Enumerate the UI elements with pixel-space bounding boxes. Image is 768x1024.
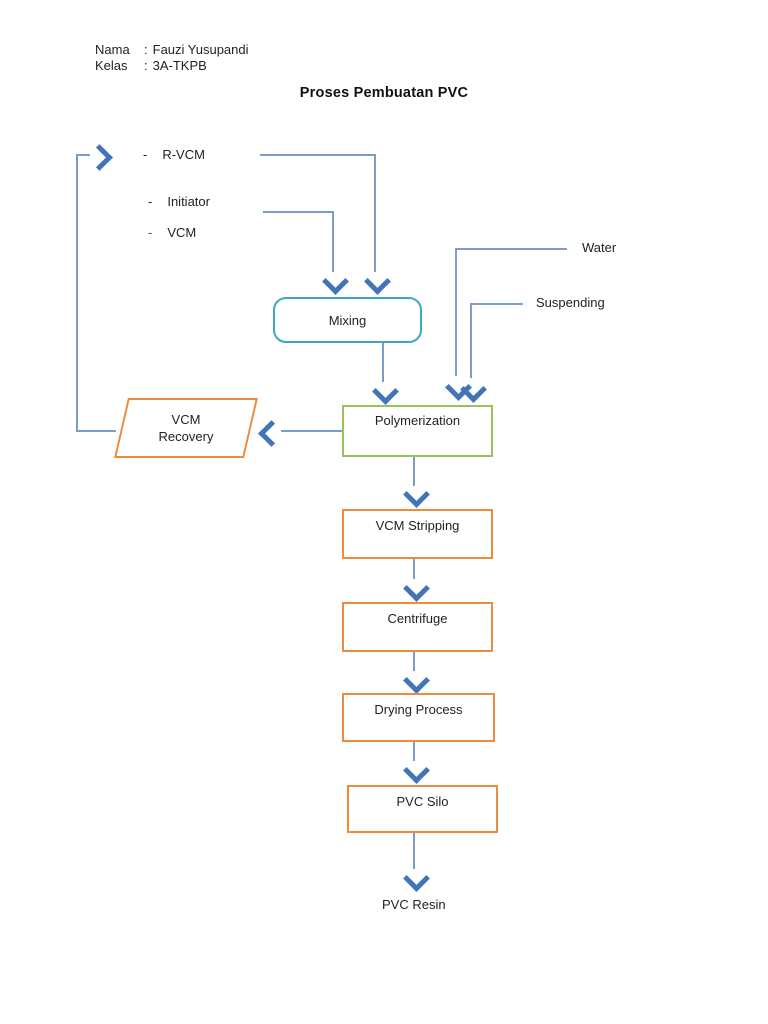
name-value: Fauzi Yusupandi [152, 42, 249, 57]
pvc-resin-label: PVC Resin [382, 897, 446, 912]
arrowhead-down-icon [372, 378, 399, 405]
arrowhead-down-icon [403, 667, 430, 694]
water-horizontal-line [455, 248, 567, 250]
recycle-loop-vertical-line [76, 155, 78, 431]
node-polymerization: Polymerization [342, 405, 493, 457]
node-vcm-stripping-label: VCM Stripping [375, 518, 460, 533]
node-mixing: Mixing [273, 297, 422, 343]
node-vcm-recovery-label-line1: VCM [171, 412, 201, 427]
rvcm-horizontal-line [260, 154, 375, 156]
suspending-vertical-line [470, 303, 472, 378]
polymerization-to-recovery-line [281, 430, 342, 432]
node-vcm-recovery: VCM Recovery [121, 398, 251, 458]
node-centrifuge-label: Centrifuge [387, 611, 448, 626]
input-label-initiator: Initiator [167, 194, 210, 209]
node-pvc-silo-label: PVC Silo [396, 794, 449, 809]
input-item-vcm-clipped: - VCM [148, 225, 196, 238]
node-mixing-label: Mixing [328, 312, 367, 328]
suspending-horizontal-line [470, 303, 523, 305]
water-vertical-line [455, 248, 457, 376]
class-label: Kelas [95, 58, 128, 73]
initiator-horizontal-line [263, 211, 333, 213]
class-colon: : [144, 58, 148, 73]
node-vcm-stripping: VCM Stripping [342, 509, 493, 559]
header-block: Nama: Fauzi Yusupandi Kelas:3A-TKPB [95, 42, 249, 74]
input-item-initiator: -Initiator [148, 194, 210, 209]
polymerization-to-stripping-line [413, 457, 415, 486]
recycle-loop-top-line [76, 154, 90, 156]
input-label-rvcm: R-VCM [162, 147, 205, 162]
class-value: 3A-TKPB [152, 58, 207, 73]
initiator-vertical-line [332, 211, 334, 272]
arrowhead-down-icon [322, 268, 349, 295]
name-label: Nama [95, 42, 130, 57]
suspending-label: Suspending [536, 295, 605, 310]
node-vcm-recovery-label-line2: Recovery [158, 429, 214, 444]
page-title: Proses Pembuatan PVC [299, 85, 469, 101]
dash-bullet: - [148, 225, 153, 238]
arrowhead-down-icon [403, 757, 430, 784]
drying-to-silo-line [413, 742, 415, 761]
name-colon: : [144, 42, 148, 57]
node-drying-process: Drying Process [342, 693, 495, 742]
arrowhead-down-icon [403, 575, 430, 602]
node-pvc-silo: PVC Silo [347, 785, 498, 833]
input-label-vcm: VCM [167, 225, 197, 238]
arrowhead-down-icon [364, 268, 391, 295]
node-polymerization-label: Polymerization [374, 413, 461, 428]
input-item-rvcm: -R-VCM [143, 147, 205, 162]
arrowhead-down-icon [403, 481, 430, 508]
recovery-to-loop-line [76, 430, 116, 432]
arrowhead-down-icon [403, 865, 430, 892]
header-class-row: Kelas:3A-TKPB [95, 58, 249, 74]
silo-to-resin-line [413, 833, 415, 869]
dash-bullet: - [148, 194, 153, 209]
node-drying-process-label: Drying Process [374, 702, 463, 717]
mixing-to-polymerization-line [382, 343, 384, 382]
dash-bullet: - [143, 147, 148, 162]
arrowhead-right-icon [86, 144, 113, 171]
node-centrifuge: Centrifuge [342, 602, 493, 652]
header-name-row: Nama: Fauzi Yusupandi [95, 42, 249, 58]
stripping-to-centrifuge-line [413, 559, 415, 579]
centrifuge-to-drying-line [413, 652, 415, 671]
rvcm-vertical-line [374, 154, 376, 272]
water-label: Water [582, 240, 617, 255]
arrowhead-left-icon [258, 420, 285, 447]
